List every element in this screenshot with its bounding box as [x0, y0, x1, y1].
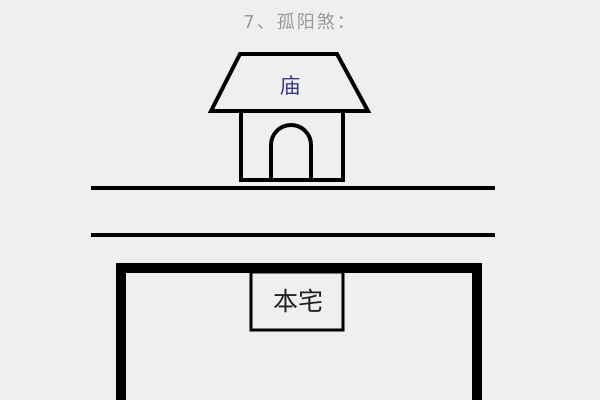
house-label-box — [249, 270, 345, 332]
house-label: 本宅 — [272, 287, 323, 316]
temple-body — [239, 109, 345, 182]
temple-door — [269, 123, 313, 180]
diagram-title: 7、孤阳煞： — [243, 12, 357, 33]
house-outline — [116, 263, 482, 400]
temple-label: 庙 — [279, 74, 301, 98]
temple-roof — [207, 52, 372, 113]
